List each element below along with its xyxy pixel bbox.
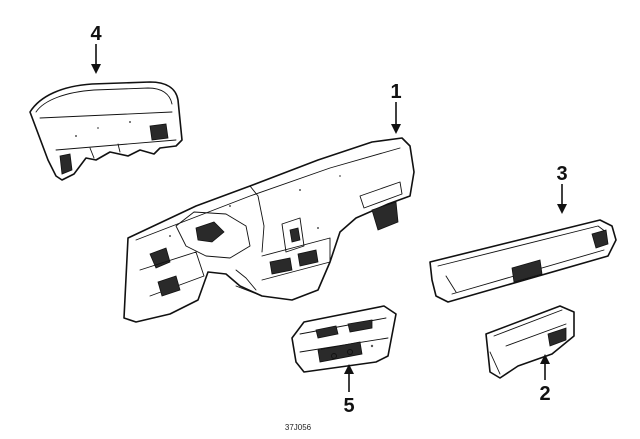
dashboard-panel <box>123 137 415 323</box>
glove-box-door <box>429 219 617 303</box>
callout-arrow-3 <box>557 184 567 214</box>
callout-arrow-1 <box>391 102 401 134</box>
glove-box-bin <box>485 305 575 379</box>
callout-1: 1 <box>390 81 401 103</box>
callout-3: 3 <box>556 163 567 185</box>
callout-arrow-5 <box>344 364 354 392</box>
callout-2: 2 <box>539 383 550 405</box>
callout-5: 5 <box>343 395 354 417</box>
diagram-code: 37J056 <box>285 423 312 432</box>
instrument-cluster-hood <box>29 81 183 181</box>
center-control-bezel <box>291 305 397 373</box>
callout-arrow-2 <box>540 354 550 380</box>
callout-arrow-4 <box>91 44 101 74</box>
callout-4: 4 <box>90 23 102 45</box>
